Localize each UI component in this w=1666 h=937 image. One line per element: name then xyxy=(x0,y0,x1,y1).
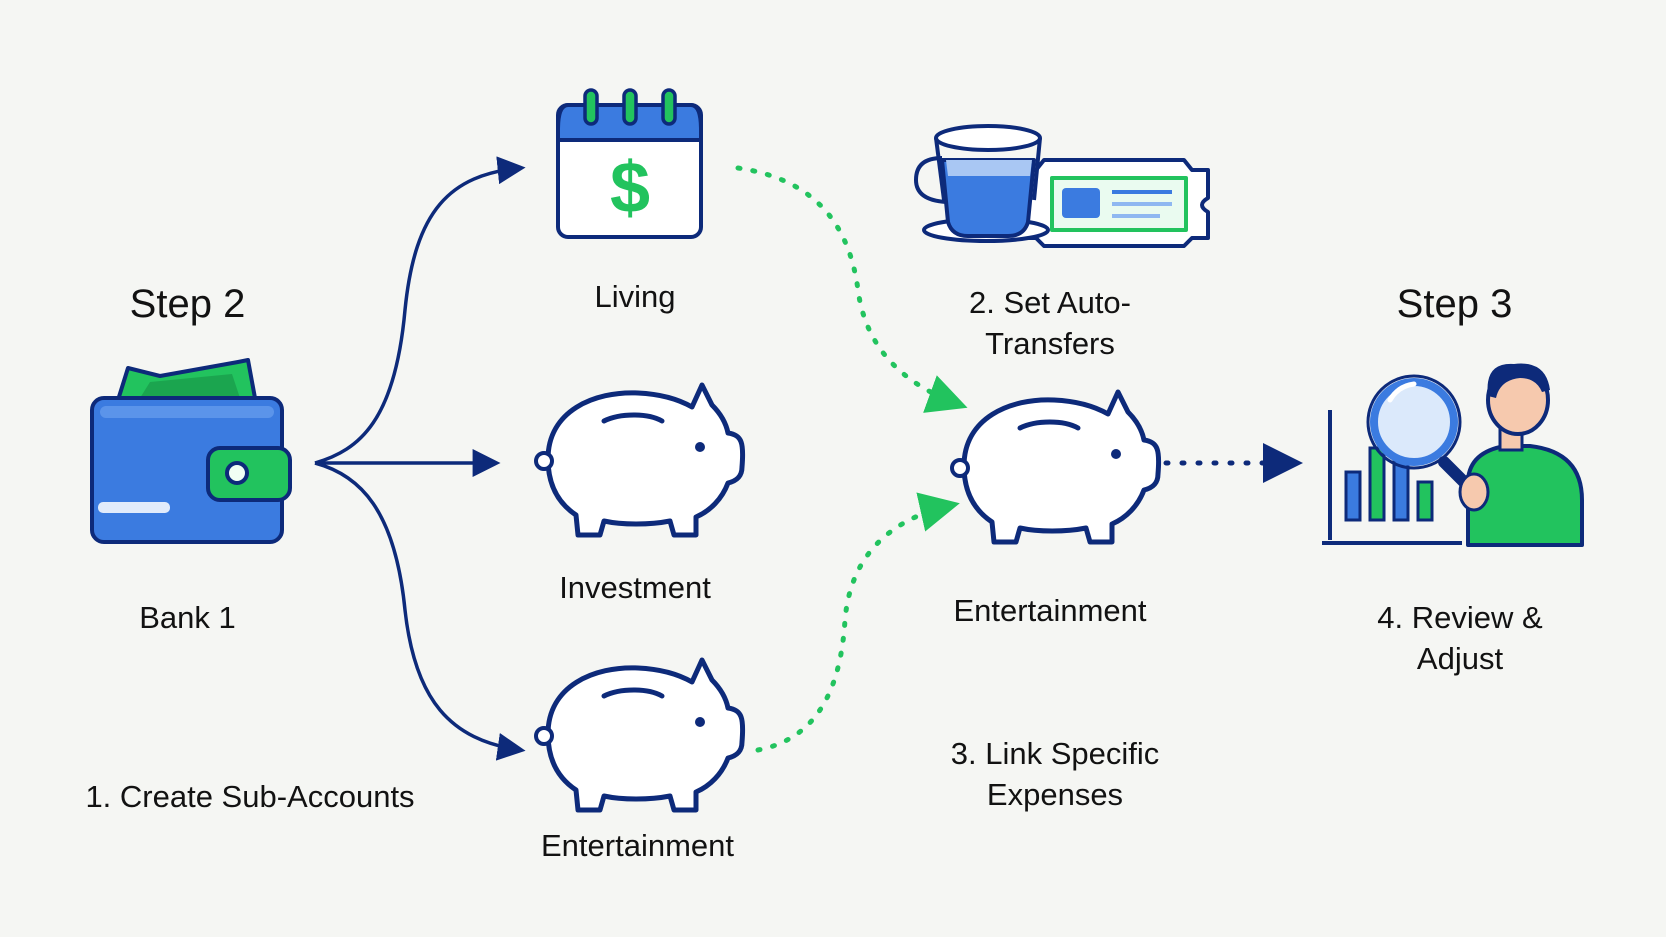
auto-transfers-label-line2: Transfers xyxy=(985,326,1115,361)
create-sub-accounts-caption: 1. Create Sub-Accounts xyxy=(85,779,415,814)
link-expenses-caption-line2: Expenses xyxy=(986,777,1124,812)
step-2-heading: Step 2 xyxy=(129,282,246,326)
svg-text:$: $ xyxy=(610,148,650,228)
arrow-bank-to-entertainment xyxy=(314,461,526,761)
bank-label: Bank 1 xyxy=(139,600,236,635)
entertainment-left-label: Entertainment xyxy=(541,828,734,863)
piggy-bank-icon xyxy=(534,657,746,813)
dotted-arrow-entertainment-to-entertainment xyxy=(755,492,960,753)
entertainment-mid-label: Entertainment xyxy=(953,593,1147,628)
piggy-bank-icon xyxy=(950,389,1162,545)
person-magnifier-chart-icon xyxy=(1322,363,1584,547)
calendar-dollar-icon: $ xyxy=(556,88,703,239)
piggy-bank-icon xyxy=(534,382,746,538)
step-3-heading: Step 3 xyxy=(1396,282,1513,326)
coffee-ticket-icon xyxy=(913,124,1210,248)
arrow-bank-to-living xyxy=(314,156,526,465)
review-label-line1: 4. Review & xyxy=(1377,600,1543,635)
review-label-line2: Adjust xyxy=(1416,641,1504,676)
investment-label: Investment xyxy=(559,570,711,605)
auto-transfers-label-line1: 2. Set Auto- xyxy=(969,285,1131,320)
dotted-arrow-living-to-entertainment xyxy=(735,165,968,413)
living-label: Living xyxy=(594,279,676,314)
link-expenses-caption-line1: 3. Link Specific xyxy=(950,736,1160,771)
wallet-icon xyxy=(90,358,292,544)
